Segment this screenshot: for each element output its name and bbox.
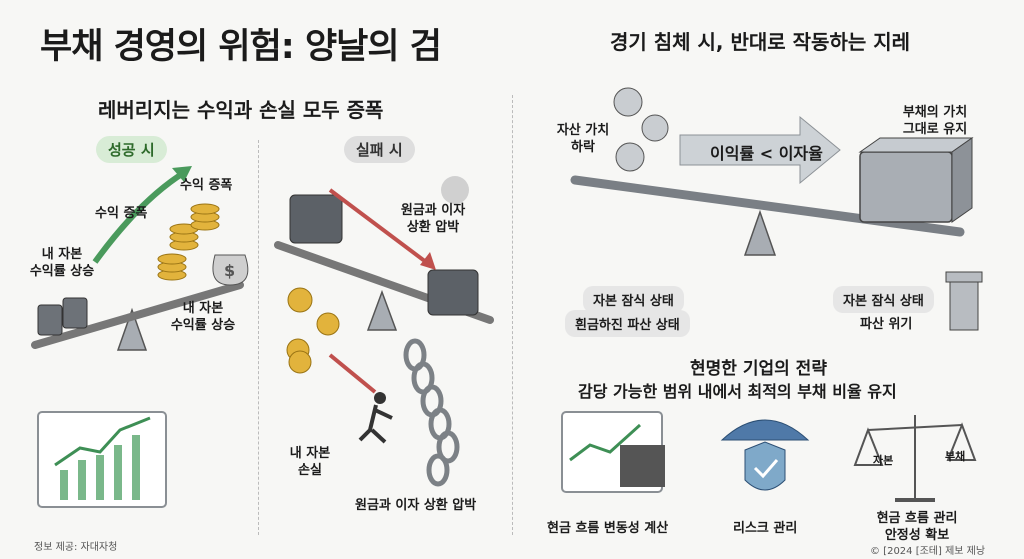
balance-scale-icon: [853, 415, 977, 502]
label-pressure-top-line1: 원금과 이자: [400, 203, 466, 218]
label-equity-left-line2: 수익률 상승: [29, 264, 95, 279]
asset-drop-label: 자산 가치 하락: [548, 122, 618, 156]
person-illustration: [358, 392, 393, 444]
arrow-text: 이익률 < 이자율: [710, 144, 823, 163]
success-seesaw-illustration: $: [31, 166, 249, 351]
tag-left-2: 흰금하진 파산 상태: [565, 310, 690, 337]
label-pressure-top-line2: 상환 압박: [406, 220, 460, 235]
label-loss-line1: 내 자본: [289, 446, 331, 461]
asset-drop-line1: 자산 가치: [556, 123, 610, 138]
label-equity-bottom-line1: 내 자본: [182, 301, 224, 316]
castle-icon: [945, 271, 983, 331]
debt-line1: 부채의 가치: [902, 105, 968, 120]
asset-drop-line2: 하락: [571, 140, 595, 155]
left-divider: [258, 140, 259, 535]
source-note: 정보 제공: 자대자청: [34, 542, 118, 553]
strategy-subtitle: 감당 가능한 범위 내에서 최적의 부채 비율 유지: [578, 382, 897, 401]
strategy-item-stability: 현금 흐름 관리 안정성 확보: [872, 510, 962, 544]
label-equity-left: 내 자본 수익률 상승: [22, 246, 102, 280]
growth-chart-illustration: [37, 411, 167, 508]
strategy-item-stability-line1: 현금 흐름 관리: [876, 511, 958, 526]
label-pressure-bottom: 원금과 이자 상환 압박: [355, 498, 477, 513]
failure-seesaw-illustration: [274, 176, 494, 331]
copyright: © [2024 [조테] 제보 제낭: [870, 546, 986, 557]
tag-left-1: 자본 잠식 상태: [583, 286, 684, 313]
right-subtitle: 경기 침체 시, 반대로 작동하는 지레: [610, 30, 911, 54]
label-equity-left-line1: 내 자본: [41, 247, 83, 262]
strategy-title: 현명한 기업의 전략: [690, 359, 827, 379]
left-subtitle: 레버리지는 수익과 손실 모두 증폭: [98, 98, 384, 122]
scale-right-label: 부채: [945, 450, 966, 463]
debt-label: 부채의 가치 그대로 유지: [885, 104, 985, 138]
umbrella-shield-icon: [720, 419, 810, 491]
label-equity-bottom: 내 자본 수익률 상승: [158, 300, 248, 334]
tag-right-1: 자본 잠식 상태: [833, 286, 934, 313]
page-title: 부채 경영의 위험: 양날의 검: [40, 27, 442, 67]
scale-left-label: 자본: [873, 454, 894, 467]
loss-arrow: [328, 353, 377, 394]
chain-illustration: [403, 338, 460, 487]
failure-badge: 실패 시: [344, 136, 415, 163]
recession-seesaw-illustration: [570, 87, 974, 256]
label-equity-bottom-line2: 수익률 상승: [170, 318, 236, 333]
success-badge: 성공 시: [96, 136, 167, 163]
label-pressure-top: 원금과 이자 상환 압박: [388, 202, 478, 236]
svg-text:$: $: [224, 261, 235, 280]
strategy-item-cashflow: 현금 흐름 변동성 계산: [547, 521, 669, 536]
tag-right-2: 파산 위기: [860, 317, 913, 332]
strategy-item-stability-line2: 안정성 확보: [884, 528, 950, 543]
label-loss-line2: 손실: [298, 463, 322, 478]
label-amplify-mid: 수익 증폭: [95, 206, 148, 221]
falling-coins-illustration: [286, 287, 340, 374]
label-amplify-top: 수익 증폭: [180, 178, 233, 193]
dashboard-icon: [561, 411, 665, 493]
label-loss: 내 자본 손실: [280, 445, 340, 479]
strategy-item-risk: 리스크 관리: [733, 521, 798, 536]
debt-line2: 그대로 유지: [902, 122, 968, 137]
center-divider: [512, 95, 513, 535]
